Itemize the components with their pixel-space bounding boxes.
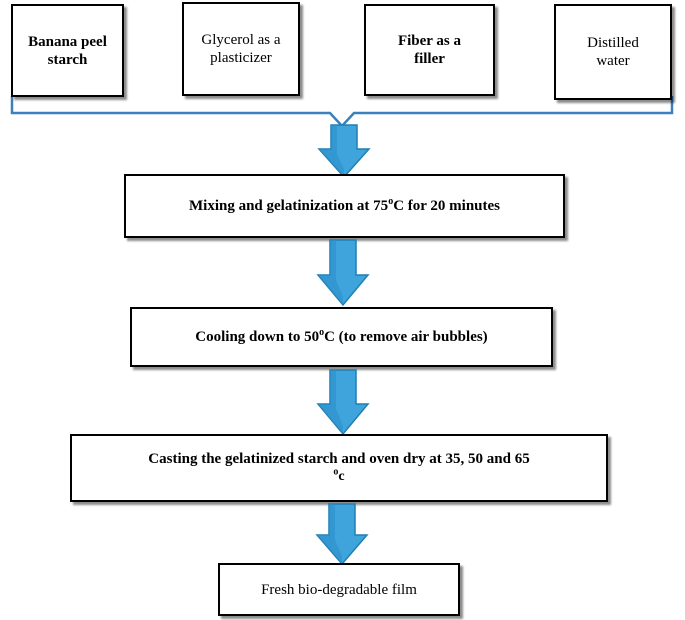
step-fresh-film: Fresh bio-degradable film xyxy=(218,563,460,616)
input-box-fiber: Fiber as a filler xyxy=(364,4,495,96)
step-text: Casting the gelatinized starch and oven … xyxy=(148,451,530,467)
step-cooling: Cooling down to 50oC (to remove air bubb… xyxy=(130,307,553,367)
step-text: Mixing and gelatinization at 75oC for 20… xyxy=(189,196,500,215)
input-box-distilled-water: Distilled water xyxy=(554,4,672,100)
step-casting-oven-dry: Casting the gelatinized starch and oven … xyxy=(70,434,608,502)
input-label: Banana peel starch xyxy=(28,33,107,68)
step-mixing-gelatinization: Mixing and gelatinization at 75oC for 20… xyxy=(124,174,565,238)
step-text: Cooling down to 50oC (to remove air bubb… xyxy=(195,327,488,346)
down-arrow-icon xyxy=(315,503,369,566)
down-arrow-icon xyxy=(316,369,370,436)
step-text-unit: oc xyxy=(333,466,345,484)
step-text: Fresh bio-degradable film xyxy=(261,581,417,598)
input-box-banana-peel-starch: Banana peel starch xyxy=(11,4,124,97)
down-arrow-icon xyxy=(316,239,370,307)
down-arrow-icon xyxy=(317,124,371,179)
input-label: Fiber as a filler xyxy=(397,33,462,67)
input-label: Glycerol as a plasticizer xyxy=(201,32,281,66)
input-label: Distilled water xyxy=(587,35,639,69)
input-box-glycerol: Glycerol as a plasticizer xyxy=(182,2,300,96)
